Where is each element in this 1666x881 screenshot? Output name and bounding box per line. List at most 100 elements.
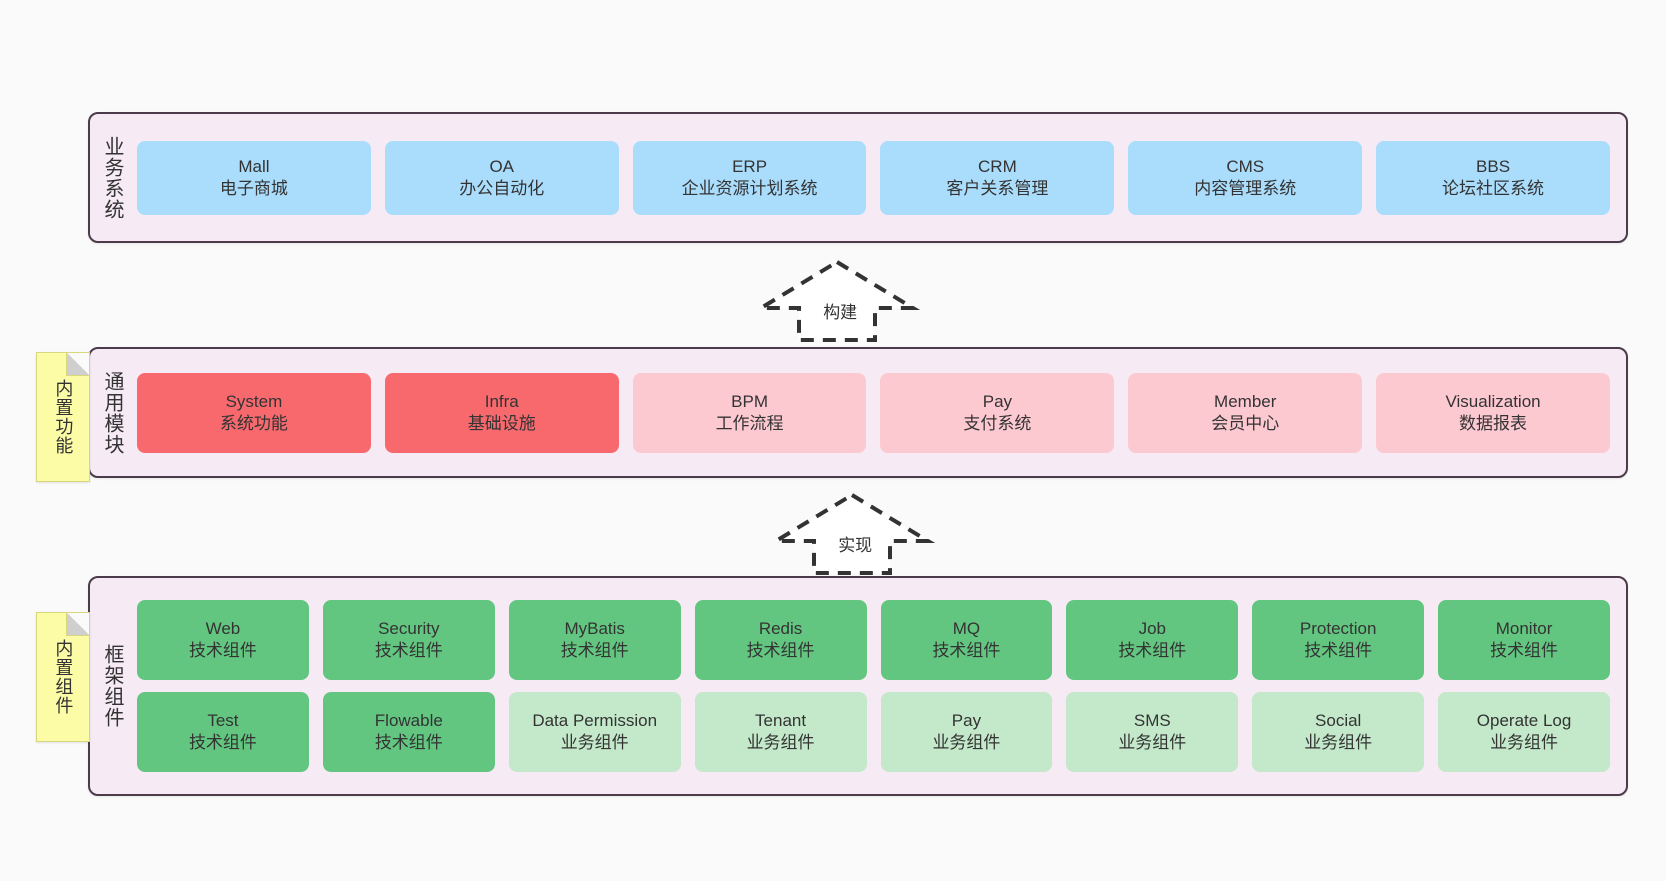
card-title: Pay <box>982 391 1013 411</box>
card-visualization[interactable]: Visualization 数据报表 <box>1376 372 1610 453</box>
card-member[interactable]: Member 会员中心 <box>1128 372 1363 453</box>
connector-build: 构建 <box>753 258 921 344</box>
layer-body-business: Mall 电子商城 OA 办公自动化 ERP 企业资源计划系统 CRM 客户关系… <box>129 114 1626 241</box>
card-subtitle: 数据报表 <box>1459 413 1528 433</box>
card-data-permission[interactable]: Data Permission 业务组件 <box>508 692 681 772</box>
card-title: SMS <box>1133 711 1171 731</box>
card-subtitle: 支付系统 <box>963 413 1032 433</box>
connector-implement: 实现 <box>768 491 936 577</box>
card-title: BPM <box>731 391 768 411</box>
card-infra[interactable]: Infra 基础设施 <box>384 372 619 453</box>
card-operate-log[interactable]: Operate Log 业务组件 <box>1438 692 1610 772</box>
card-subtitle: 会员中心 <box>1211 413 1280 433</box>
layer-caption-business: 业务系统 <box>101 135 123 220</box>
layer-framework-components: 框架组件 Web 技术组件 Security 技术组件 MyBatis 技术组件… <box>88 576 1628 796</box>
card-title: MQ <box>952 619 981 639</box>
card-web[interactable]: Web 技术组件 <box>137 600 309 680</box>
card-subtitle: 技术组件 <box>560 641 629 660</box>
card-subtitle: 系统功能 <box>219 413 288 433</box>
card-title: Social <box>1315 711 1362 731</box>
card-title: Security <box>378 619 440 639</box>
card-mybatis[interactable]: MyBatis 技术组件 <box>508 600 681 680</box>
card-bbs[interactable]: BBS 论坛社区系统 <box>1376 140 1610 215</box>
card-test[interactable]: Test 技术组件 <box>137 692 309 772</box>
card-subtitle: 业务组件 <box>1490 733 1559 752</box>
card-subtitle: 办公自动化 <box>459 178 545 198</box>
card-social[interactable]: Social 业务组件 <box>1252 692 1425 772</box>
card-bpm[interactable]: BPM 工作流程 <box>632 372 867 453</box>
layer-body-framework: Web 技术组件 Security 技术组件 MyBatis 技术组件 Redi… <box>129 578 1626 794</box>
card-subtitle: 技术组件 <box>188 641 257 660</box>
card-title: Infra <box>484 391 519 411</box>
card-subtitle: 客户关系管理 <box>946 178 1049 198</box>
card-title: MyBatis <box>564 619 625 639</box>
card-title: Mall <box>238 156 270 176</box>
card-subtitle: 业务组件 <box>746 733 815 752</box>
layer-common-modules: 通用模块 System 系统功能 Infra 基础设施 BPM 工作流程 Pay… <box>88 347 1628 478</box>
card-subtitle: 技术组件 <box>374 641 443 660</box>
card-title: Operate Log <box>1476 711 1572 731</box>
card-monitor[interactable]: Monitor 技术组件 <box>1438 600 1610 680</box>
card-subtitle: 论坛社区系统 <box>1442 178 1545 198</box>
sticky-label: 内置组件 <box>53 639 74 715</box>
card-subtitle: 业务组件 <box>560 733 629 752</box>
sticky-note-builtin-components: 内置组件 <box>36 612 90 742</box>
card-pay-module[interactable]: Pay 支付系统 <box>880 372 1115 453</box>
card-sms[interactable]: SMS 业务组件 <box>1066 692 1239 772</box>
card-title: Pay <box>951 711 982 731</box>
card-subtitle: 技术组件 <box>188 733 257 752</box>
card-title: Visualization <box>1445 391 1541 411</box>
card-title: Job <box>1138 619 1167 639</box>
card-title: OA <box>489 156 515 176</box>
card-title: Test <box>207 711 239 731</box>
card-cms[interactable]: CMS 内容管理系统 <box>1128 140 1363 215</box>
card-security[interactable]: Security 技术组件 <box>322 600 495 680</box>
card-title: BBS <box>1476 156 1511 176</box>
card-tenant[interactable]: Tenant 业务组件 <box>694 692 867 772</box>
card-subtitle: 基础设施 <box>467 413 536 433</box>
card-title: Member <box>1214 391 1277 411</box>
card-subtitle: 业务组件 <box>932 733 1001 752</box>
card-mall[interactable]: Mall 电子商城 <box>137 140 371 215</box>
card-erp[interactable]: ERP 企业资源计划系统 <box>632 140 867 215</box>
card-title: System <box>225 391 283 411</box>
framework-row-tech: Web 技术组件 Security 技术组件 MyBatis 技术组件 Redi… <box>137 600 1610 680</box>
card-subtitle: 技术组件 <box>1118 641 1187 660</box>
card-subtitle: 工作流程 <box>715 413 784 433</box>
layer-caption-framework: 框架组件 <box>101 644 123 728</box>
card-oa[interactable]: OA 办公自动化 <box>384 140 619 215</box>
card-crm[interactable]: CRM 客户关系管理 <box>880 140 1115 215</box>
card-title: Data Permission <box>532 711 658 731</box>
card-title: CMS <box>1226 156 1265 176</box>
card-subtitle: 业务组件 <box>1304 733 1373 752</box>
card-title: CRM <box>978 156 1017 176</box>
card-subtitle: 技术组件 <box>374 733 443 752</box>
card-job[interactable]: Job 技术组件 <box>1066 600 1239 680</box>
card-subtitle: 内容管理系统 <box>1194 178 1297 198</box>
connector-label-build: 构建 <box>823 303 858 322</box>
card-title: Web <box>205 619 241 639</box>
card-subtitle: 电子商城 <box>219 178 288 198</box>
card-title: Tenant <box>755 711 807 731</box>
card-subtitle: 技术组件 <box>1490 641 1559 660</box>
card-flowable[interactable]: Flowable 技术组件 <box>322 692 495 772</box>
card-title: Redis <box>758 619 803 639</box>
card-title: Monitor <box>1495 619 1553 639</box>
card-protection[interactable]: Protection 技术组件 <box>1252 600 1425 680</box>
card-pay-component[interactable]: Pay 业务组件 <box>880 692 1053 772</box>
layer-business-systems: 业务系统 Mall 电子商城 OA 办公自动化 ERP 企业资源计划系统 CRM… <box>88 112 1628 243</box>
card-title: ERP <box>732 156 768 176</box>
card-system[interactable]: System 系统功能 <box>137 372 371 453</box>
card-subtitle: 技术组件 <box>746 641 815 660</box>
sticky-note-builtin-functions: 内置功能 <box>36 352 90 482</box>
card-subtitle: 业务组件 <box>1118 733 1187 752</box>
card-redis[interactable]: Redis 技术组件 <box>694 600 867 680</box>
connector-label-implement: 实现 <box>838 536 873 555</box>
card-subtitle: 企业资源计划系统 <box>681 178 818 198</box>
card-title: Protection <box>1299 619 1377 639</box>
layer-body-common: System 系统功能 Infra 基础设施 BPM 工作流程 Pay 支付系统… <box>129 349 1626 476</box>
card-subtitle: 技术组件 <box>1304 641 1373 660</box>
card-mq[interactable]: MQ 技术组件 <box>880 600 1053 680</box>
sticky-label: 内置功能 <box>53 379 74 455</box>
